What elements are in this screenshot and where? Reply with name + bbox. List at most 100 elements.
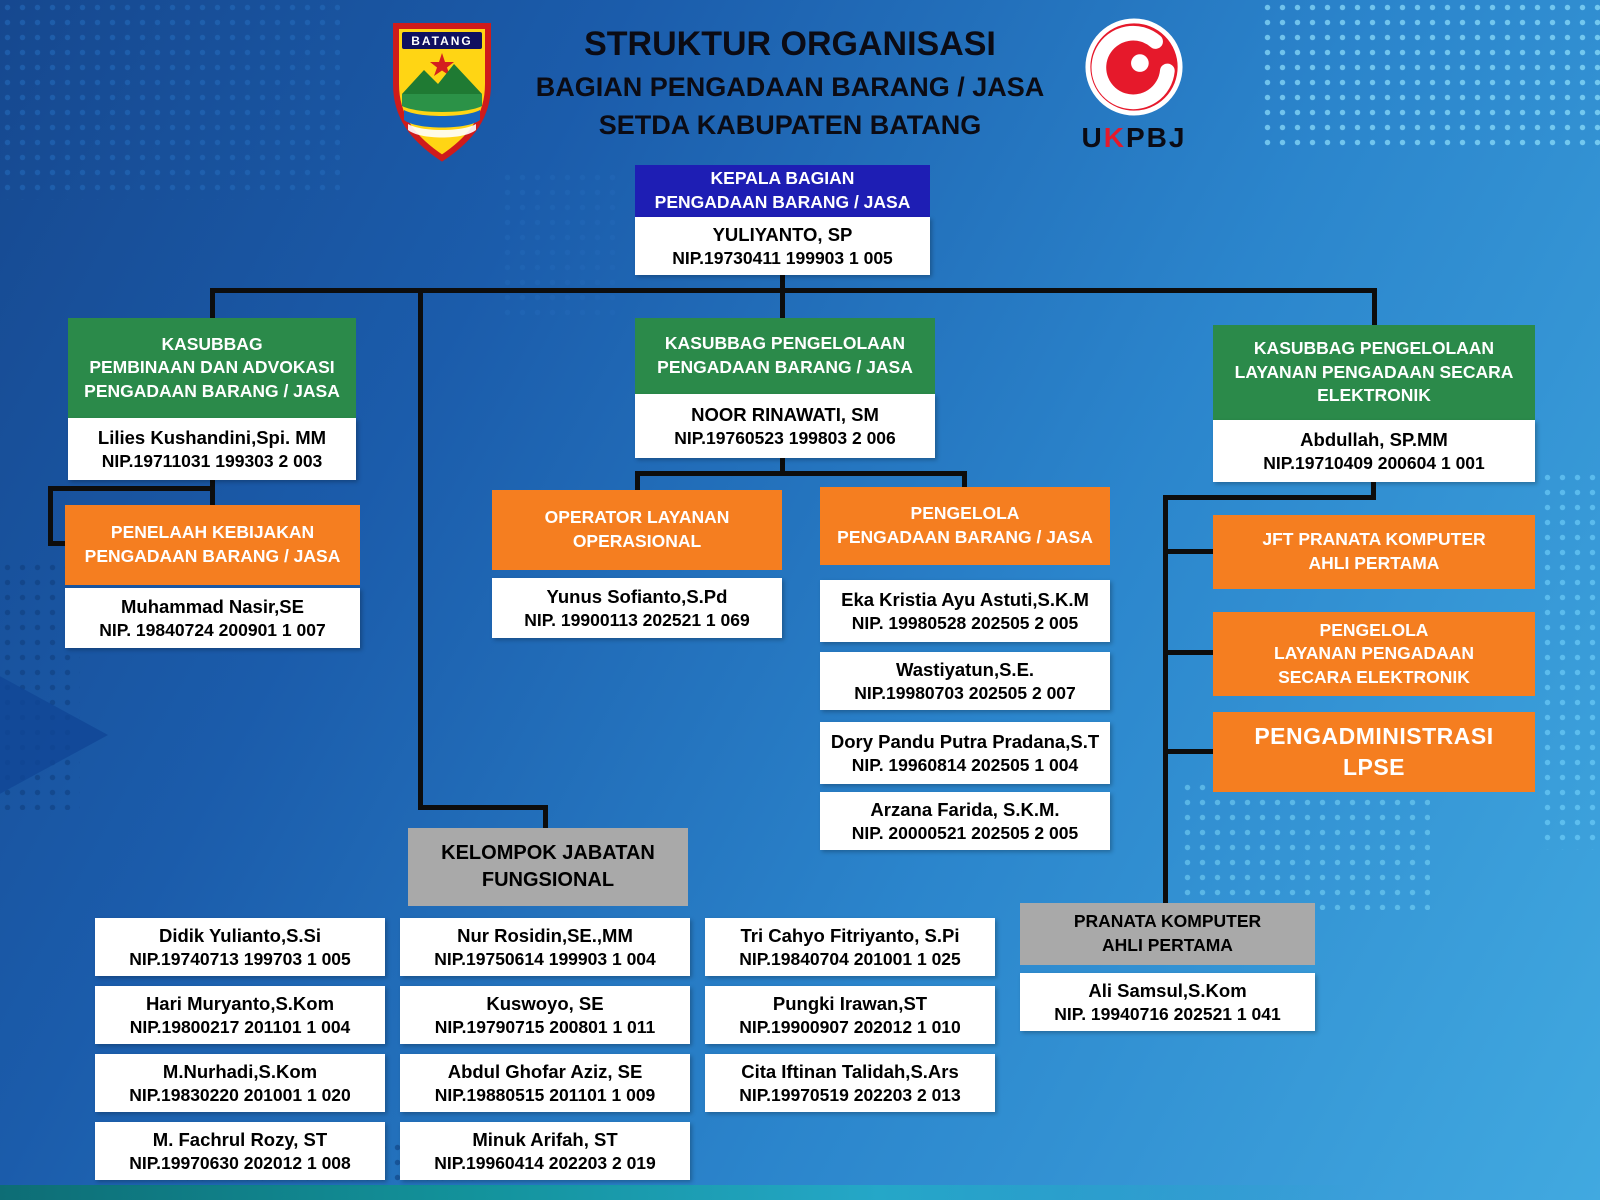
fungsional-title-box: KELOMPOK JABATAN FUNGSIONAL — [408, 828, 688, 906]
connector-line — [48, 486, 215, 491]
connector-line — [780, 458, 785, 476]
pengelola-member-box: Dory Pandu Putra Pradana,S.T NIP. 199608… — [820, 722, 1110, 784]
title-line-1: STRUKTUR ORGANISASI — [584, 25, 996, 63]
dots-pattern — [1540, 470, 1600, 850]
connector-line — [210, 288, 215, 320]
bottom-accent-bar — [0, 1185, 1600, 1200]
person-name: Abdullah, SP.MM — [1300, 428, 1448, 450]
person-nip: NIP.19790715 200801 1 011 — [434, 1016, 656, 1037]
pengadministrasi-lpse-title: PENGADMINISTRASI LPSE — [1254, 722, 1494, 780]
title-line-3: SETDA KABUPATEN BATANG — [598, 109, 982, 140]
person-nip: NIP.19970519 202203 2 013 — [739, 1084, 961, 1105]
connector-line — [635, 471, 640, 492]
pengadministrasi-lpse-title-box: PENGADMINISTRASI LPSE — [1213, 712, 1535, 792]
fungsional-member-box: Hari Muryanto,S.Kom NIP.19800217 201101 … — [95, 986, 385, 1044]
ukpbj-letters-pbj: PBJ — [1126, 122, 1187, 153]
jft-pranata-title-box: JFT PRANATA KOMPUTER AHLI PERTAMA — [1213, 515, 1535, 589]
person-name: Kuswoyo, SE — [486, 992, 604, 1014]
connector-line — [635, 471, 967, 476]
person-name: NOOR RINAWATI, SM — [691, 403, 879, 425]
fungsional-member-box: M.Nurhadi,S.Kom NIP.19830220 201001 1 02… — [95, 1054, 385, 1112]
person-nip: NIP.19800217 201101 1 004 — [129, 1016, 351, 1037]
person-nip: NIP.19750614 199903 1 004 — [434, 948, 656, 969]
person-nip: NIP.19880515 201101 1 009 — [434, 1084, 656, 1105]
connector-line — [48, 486, 53, 546]
connector-line — [48, 541, 68, 546]
ukpbj-swirl-icon — [1085, 18, 1183, 116]
person-name: M.Nurhadi,S.Kom — [162, 1060, 318, 1082]
jft-pranata-title: JFT PRANATA KOMPUTER AHLI PERTAMA — [1262, 529, 1486, 573]
kasubbag-pengelolaan-person-box: NOOR RINAWATI, SM NIP.19760523 199803 2 … — [635, 394, 935, 458]
ukpbj-letter-u: U — [1081, 122, 1104, 153]
dots-pattern — [0, 0, 340, 200]
connector-line — [1163, 749, 1215, 754]
pengelola-layanan-title: PENGELOLA LAYANAN PENGADAAN SECARA ELEKT… — [1274, 619, 1474, 687]
person-nip: NIP.19960414 202203 2 019 — [434, 1152, 656, 1173]
connector-line — [780, 288, 785, 320]
connector-line — [1371, 482, 1376, 500]
person-nip: NIP.19730411 199903 1 005 — [672, 247, 893, 268]
pengelola-member-box: Eka Kristia Ayu Astuti,S.K.M NIP. 199805… — [820, 580, 1110, 642]
person-name: Pungki Irawan,ST — [772, 992, 928, 1014]
person-name: Hari Muryanto,S.Kom — [145, 992, 335, 1014]
kasubbag-pengelolaan-title: KASUBBAG PENGELOLAAN PENGADAAN BARANG / … — [657, 333, 913, 377]
person-name: Wastiyatun,S.E. — [895, 658, 1035, 680]
person-name: Abdul Ghofar Aziz, SE — [447, 1060, 643, 1082]
fungsional-member-box: M. Fachrul Rozy, ST NIP.19970630 202012 … — [95, 1122, 385, 1180]
person-name: Eka Kristia Ayu Astuti,S.K.M — [841, 588, 1089, 610]
fungsional-member-box: Pungki Irawan,ST NIP.19900907 202012 1 0… — [705, 986, 995, 1044]
operator-layanan-title-box: OPERATOR LAYANAN OPERASIONAL — [492, 490, 782, 570]
person-name: Cita Iftinan Talidah,S.Ars — [741, 1060, 959, 1082]
fungsional-title: KELOMPOK JABATAN FUNGSIONAL — [441, 842, 655, 891]
person-name: Arzana Farida, S.K.M. — [870, 798, 1060, 820]
person-name: Dory Pandu Putra Pradana,S.T — [830, 730, 1100, 752]
kasubbag-elektronik-title-box: KASUBBAG PENGELOLAAN LAYANAN PENGADAAN S… — [1213, 325, 1535, 420]
person-name: Ali Samsul,S.Kom — [1088, 979, 1247, 1001]
ukpbj-letter-k: K — [1103, 122, 1126, 153]
connector-line — [962, 471, 967, 489]
kasubbag-pembinaan-title-box: KASUBBAG PEMBINAAN DAN ADVOKASI PENGADAA… — [68, 318, 356, 418]
batang-regency-seal-logo: BATANG — [393, 23, 491, 162]
pranata-komputer-title: PRANATA KOMPUTER AHLI PERTAMA — [1073, 911, 1262, 955]
person-nip: NIP. 19840724 200901 1 007 — [99, 619, 326, 640]
connector-line — [210, 288, 1376, 293]
pengelola-member-box: Wastiyatun,S.E. NIP.19980703 202505 2 00… — [820, 652, 1110, 710]
person-name: Lilies Kushandini,Spi. MM — [97, 426, 327, 448]
person-nip: NIP.19840704 201001 1 025 — [739, 948, 961, 969]
pengelola-pbj-title: PENGELOLA PENGADAAN BARANG / JASA — [837, 503, 1093, 547]
star-icon — [430, 53, 454, 76]
kasubbag-pengelolaan-title-box: KASUBBAG PENGELOLAAN PENGADAAN BARANG / … — [635, 318, 935, 394]
connector-line — [543, 805, 548, 830]
person-nip: NIP.19830220 201001 1 020 — [129, 1084, 351, 1105]
person-name: Nur Rosidin,SE.,MM — [457, 924, 633, 946]
penelaah-kebijakan-title-box: PENELAAH KEBIJAKAN PENGADAAN BARANG / JA… — [65, 505, 360, 585]
operator-layanan-title: OPERATOR LAYANAN OPERASIONAL — [544, 507, 730, 551]
connector-line — [418, 805, 548, 810]
penelaah-person-box: Muhammad Nasir,SE NIP. 19840724 200901 1… — [65, 588, 360, 648]
fungsional-member-box: Nur Rosidin,SE.,MM NIP.19750614 199903 1… — [400, 918, 690, 976]
kepala-title: KEPALA BAGIAN PENGADAAN BARANG / JASA — [654, 168, 911, 212]
dots-pattern — [500, 170, 620, 320]
connector-line — [210, 480, 215, 507]
connector-line — [1372, 288, 1377, 327]
connector-line — [418, 288, 423, 810]
person-name: YULIYANTO, SP — [712, 223, 853, 245]
person-nip: NIP. 19940716 202521 1 041 — [1054, 1003, 1281, 1024]
pengelola-layanan-title-box: PENGELOLA LAYANAN PENGADAAN SECARA ELEKT… — [1213, 612, 1535, 696]
kasubbag-elektronik-person-box: Abdullah, SP.MM NIP.19710409 200604 1 00… — [1213, 420, 1535, 482]
person-nip: NIP.19980703 202505 2 007 — [854, 682, 1076, 703]
fungsional-member-box: Cita Iftinan Talidah,S.Ars NIP.19970519 … — [705, 1054, 995, 1112]
connector-line — [780, 275, 785, 295]
person-nip: NIP. 20000521 202505 2 005 — [851, 822, 1079, 843]
person-nip: NIP. 19960814 202505 1 004 — [851, 754, 1079, 775]
person-name: Muhammad Nasir,SE — [120, 595, 304, 617]
kepala-title-box: KEPALA BAGIAN PENGADAAN BARANG / JASA — [635, 165, 930, 217]
dots-pattern — [1260, 0, 1600, 150]
connector-line — [1163, 549, 1215, 554]
kasubbag-pembinaan-title: KASUBBAG PEMBINAAN DAN ADVOKASI PENGADAA… — [84, 333, 340, 401]
pranata-komputer-title-box: PRANATA KOMPUTER AHLI PERTAMA — [1020, 903, 1315, 965]
person-name: Tri Cahyo Fitriyanto, S.Pi — [740, 924, 960, 946]
person-name: M. Fachrul Rozy, ST — [152, 1128, 328, 1150]
connector-line — [1163, 495, 1168, 905]
